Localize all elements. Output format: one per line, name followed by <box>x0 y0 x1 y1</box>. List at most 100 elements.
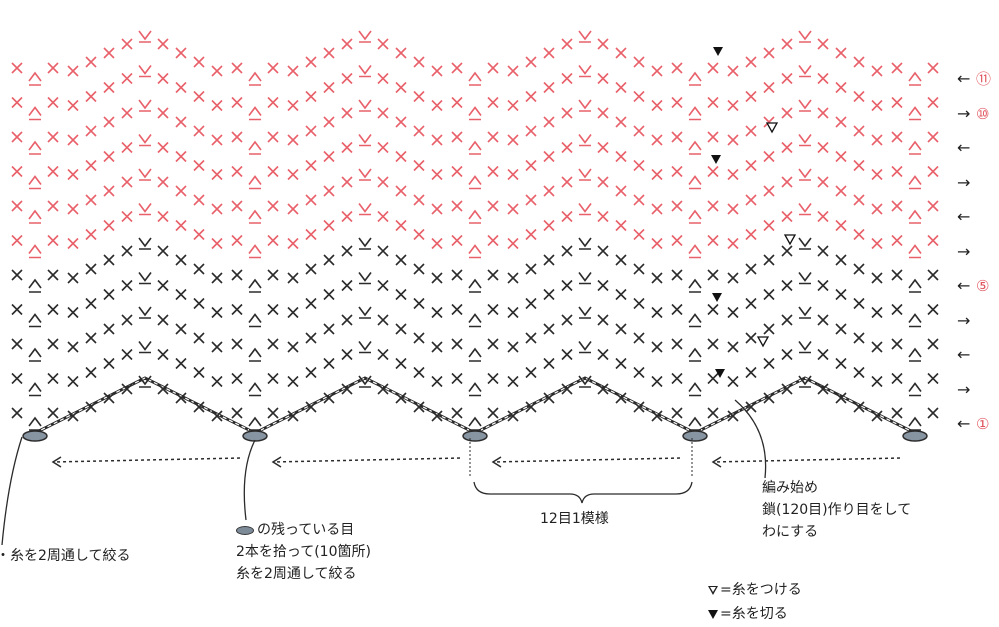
single-crochet-mark <box>781 176 793 188</box>
decrease-mark <box>908 382 922 397</box>
single-crochet-mark <box>157 348 169 361</box>
single-crochet-mark <box>727 134 739 146</box>
single-crochet-mark <box>451 131 463 143</box>
single-crochet-mark <box>745 194 757 206</box>
single-crochet-mark <box>103 254 115 266</box>
single-crochet-mark <box>211 341 223 353</box>
single-crochet-mark <box>67 65 79 77</box>
single-crochet-mark <box>671 234 683 247</box>
single-crochet-mark <box>305 332 317 344</box>
single-crochet-mark <box>597 72 609 85</box>
cut-yarn-icon <box>708 609 718 619</box>
single-crochet-mark <box>597 279 609 292</box>
single-crochet-mark <box>431 65 443 77</box>
single-crochet-mark <box>651 168 663 181</box>
single-crochet-mark <box>487 62 499 74</box>
single-crochet-mark <box>85 125 97 137</box>
single-crochet-mark <box>507 168 519 181</box>
decrease-mark <box>688 244 702 259</box>
single-crochet-mark <box>707 372 719 385</box>
single-crochet-mark <box>211 237 223 250</box>
single-crochet-mark <box>377 141 389 154</box>
decrease-mark <box>28 106 42 121</box>
left-note-leader <box>1 436 23 546</box>
decrease-mark <box>468 71 482 86</box>
increase-mark <box>798 237 812 250</box>
attach-yarn-marker <box>765 122 779 134</box>
single-crochet-mark <box>615 219 627 232</box>
single-crochet-mark <box>175 392 187 404</box>
single-crochet-mark <box>231 96 243 109</box>
single-crochet-mark <box>727 375 739 388</box>
decrease-mark <box>248 140 262 155</box>
single-crochet-mark <box>871 134 883 146</box>
foundation-chain-links <box>34 377 916 434</box>
decrease-mark <box>248 106 262 121</box>
single-crochet-mark <box>323 219 335 232</box>
single-crochet-mark <box>451 96 463 109</box>
single-crochet-mark <box>597 141 609 154</box>
single-crochet-mark <box>853 194 865 206</box>
decrease-mark <box>28 71 42 86</box>
single-crochet-mark <box>341 210 353 223</box>
single-crochet-mark <box>927 338 939 350</box>
single-crochet-mark <box>193 125 205 137</box>
single-crochet-mark <box>487 131 499 143</box>
single-crochet-mark <box>543 288 555 301</box>
increase-mark <box>578 99 592 112</box>
single-crochet-mark <box>103 392 115 404</box>
single-crochet-mark <box>323 116 335 128</box>
single-crochet-mark <box>487 407 499 419</box>
single-crochet-mark <box>543 150 555 163</box>
single-crochet-mark <box>121 72 133 85</box>
single-crochet-mark <box>193 366 205 379</box>
single-crochet-mark <box>451 62 463 74</box>
single-crochet-mark <box>525 159 537 172</box>
single-crochet-mark <box>525 332 537 344</box>
single-crochet-mark <box>11 200 23 212</box>
decrease-mark <box>248 244 262 259</box>
single-crochet-mark <box>727 65 739 77</box>
increase-mark <box>358 30 372 43</box>
single-crochet-mark <box>211 99 223 112</box>
single-crochet-mark <box>47 338 59 350</box>
single-crochet-mark <box>323 392 335 404</box>
single-crochet-mark <box>431 341 443 353</box>
single-crochet-mark <box>85 228 97 241</box>
single-crochet-mark <box>67 203 79 215</box>
single-crochet-mark <box>835 81 847 94</box>
single-crochet-mark <box>817 141 829 154</box>
single-crochet-mark <box>507 410 519 422</box>
increase-mark <box>358 134 372 147</box>
single-crochet-mark <box>103 116 115 128</box>
single-crochet-mark <box>597 107 609 119</box>
single-crochet-mark <box>85 297 97 310</box>
increase-mark <box>798 168 812 181</box>
decrease-mark <box>908 313 922 328</box>
single-crochet-mark <box>341 107 353 119</box>
single-crochet-mark <box>633 159 645 172</box>
single-crochet-mark <box>561 141 573 154</box>
single-crochet-mark <box>231 338 243 350</box>
decrease-mark <box>248 175 262 190</box>
decrease-mark <box>28 347 42 362</box>
single-crochet-mark <box>633 228 645 241</box>
single-crochet-mark <box>287 306 299 319</box>
single-crochet-mark <box>431 203 443 215</box>
decrease-mark <box>688 382 702 397</box>
single-crochet-mark <box>431 410 443 422</box>
single-crochet-mark <box>287 237 299 250</box>
single-crochet-mark <box>267 338 279 350</box>
oval-note-leader <box>243 439 256 521</box>
increase-mark <box>358 203 372 216</box>
single-crochet-mark <box>745 366 757 379</box>
single-crochet-mark <box>211 65 223 77</box>
decrease-mark <box>908 347 922 362</box>
single-crochet-mark <box>853 332 865 344</box>
single-crochet-mark <box>633 56 645 68</box>
single-crochet-mark <box>377 107 389 119</box>
single-crochet-mark <box>525 297 537 310</box>
single-crochet-mark <box>47 96 59 109</box>
single-crochet-mark <box>817 279 829 292</box>
single-crochet-mark <box>763 357 775 370</box>
